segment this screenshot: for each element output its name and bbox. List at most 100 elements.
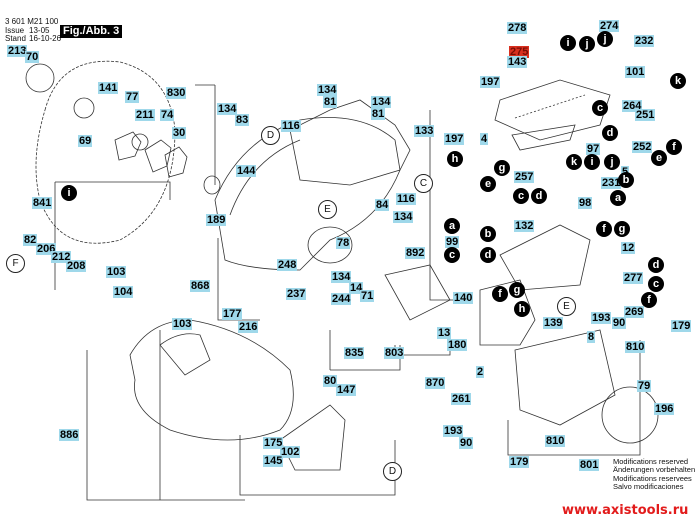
part-label[interactable]: 193 — [443, 425, 464, 437]
part-label[interactable]: 801 — [579, 459, 600, 471]
part-label[interactable]: 79 — [637, 380, 652, 392]
part-label[interactable]: 2 — [476, 366, 485, 378]
part-label[interactable]: 83 — [235, 114, 250, 126]
part-label[interactable]: 143 — [507, 56, 528, 68]
part-label[interactable]: 8 — [587, 331, 596, 343]
wire-connector-letter: i — [560, 35, 576, 51]
part-label[interactable]: 84 — [375, 199, 390, 211]
part-label[interactable]: 237 — [286, 288, 307, 300]
part-label[interactable]: 77 — [125, 91, 140, 103]
reference-marker: E — [557, 297, 576, 316]
stand-label: Stand — [5, 34, 26, 43]
wire-connector-letter: b — [618, 172, 634, 188]
part-label[interactable]: 248 — [277, 259, 298, 271]
part-label[interactable]: 232 — [634, 35, 655, 47]
part-label[interactable]: 277 — [623, 272, 644, 284]
part-label[interactable]: 180 — [447, 339, 468, 351]
part-label[interactable]: 835 — [344, 347, 365, 359]
part-label[interactable]: 830 — [166, 87, 187, 99]
note-line: Modifications reserved — [613, 457, 689, 466]
part-label[interactable]: 144 — [236, 165, 257, 177]
part-label[interactable]: 208 — [66, 260, 87, 272]
part-label[interactable]: 4 — [480, 133, 489, 145]
part-label[interactable]: 141 — [98, 82, 119, 94]
part-label[interactable]: 116 — [281, 120, 301, 132]
part-label[interactable]: 99 — [445, 236, 460, 248]
wire-connector-letter: f — [492, 286, 508, 302]
wire-connector-letter: d — [602, 125, 618, 141]
part-label[interactable]: 196 — [654, 403, 675, 415]
part-label[interactable]: 179 — [509, 456, 530, 468]
part-label[interactable]: 30 — [172, 127, 187, 139]
part-label[interactable]: 269 — [624, 306, 645, 318]
part-label[interactable]: 97 — [586, 143, 601, 155]
wire-connector-letter: j — [579, 36, 595, 52]
website-link[interactable]: www.axistools.ru — [562, 503, 689, 518]
part-label[interactable]: 179 — [671, 320, 692, 332]
part-label[interactable]: 14 — [349, 282, 364, 294]
part-label[interactable]: 177 — [222, 308, 243, 320]
part-label[interactable]: 134 — [317, 84, 338, 96]
part-label[interactable]: 134 — [331, 271, 352, 283]
part-label[interactable]: 12 — [621, 242, 636, 254]
part-label[interactable]: 810 — [625, 341, 646, 353]
part-label[interactable]: 257 — [514, 171, 535, 183]
part-label[interactable]: 103 — [106, 266, 127, 278]
part-label[interactable]: 810 — [545, 435, 566, 447]
part-label[interactable]: 175 — [263, 437, 284, 449]
part-label[interactable]: 868 — [190, 280, 211, 292]
part-label[interactable]: 189 — [206, 214, 227, 226]
part-label[interactable]: 103 — [172, 318, 193, 330]
part-label[interactable]: 78 — [336, 237, 351, 249]
part-label[interactable]: 193 — [591, 312, 612, 324]
part-label[interactable]: 81 — [371, 108, 386, 120]
part-label[interactable]: 244 — [331, 293, 352, 305]
part-label[interactable]: 252 — [632, 141, 653, 153]
part-label[interactable]: 134 — [393, 211, 414, 223]
part-label[interactable]: 133 — [414, 125, 435, 137]
part-label[interactable]: 197 — [480, 76, 501, 88]
part-label[interactable]: 803 — [384, 347, 405, 359]
part-label[interactable]: 197 — [444, 133, 465, 145]
part-label[interactable]: 104 — [113, 286, 134, 298]
part-label[interactable]: 892 — [405, 247, 426, 259]
part-label[interactable]: 261 — [451, 393, 472, 405]
part-label[interactable]: 216 — [238, 321, 259, 333]
part-label[interactable]: 71 — [360, 290, 375, 302]
part-label[interactable]: 145 — [263, 455, 284, 467]
wire-connector-letter: d — [648, 257, 664, 273]
part-label[interactable]: 98 — [578, 197, 593, 209]
part-label[interactable]: 90 — [612, 317, 627, 329]
part-label[interactable]: 13 — [437, 327, 452, 339]
part-label[interactable]: 101 — [625, 66, 646, 78]
part-label-highlighted[interactable]: 275 — [509, 46, 530, 58]
part-label[interactable]: 82 — [23, 234, 38, 246]
part-label[interactable]: 213 — [7, 45, 28, 57]
wire-connector-letter: f — [596, 221, 612, 237]
wire-connector-letter: h — [447, 151, 463, 167]
part-label[interactable]: 69 — [78, 135, 93, 147]
part-label[interactable]: 231 — [601, 177, 622, 189]
part-label[interactable]: 274 — [599, 20, 620, 32]
part-label[interactable]: 886 — [59, 429, 80, 441]
part-label[interactable]: 70 — [25, 51, 40, 63]
part-label[interactable]: 90 — [459, 437, 474, 449]
part-label[interactable]: 80 — [323, 375, 338, 387]
part-label[interactable]: 74 — [160, 109, 175, 121]
part-label[interactable]: 81 — [323, 96, 338, 108]
part-label[interactable]: 116 — [396, 193, 416, 205]
part-label[interactable]: 211 — [135, 109, 155, 121]
part-number: 3 601 M21 100 — [5, 17, 59, 26]
part-label[interactable]: 134 — [217, 103, 238, 115]
wire-connector-letter: i — [584, 154, 600, 170]
part-label[interactable]: 870 — [425, 377, 446, 389]
part-label[interactable]: 140 — [453, 292, 474, 304]
part-label[interactable]: 147 — [336, 384, 357, 396]
part-label[interactable]: 251 — [635, 109, 656, 121]
part-label[interactable]: 102 — [280, 446, 301, 458]
part-label[interactable]: 134 — [371, 96, 392, 108]
part-label[interactable]: 278 — [507, 22, 528, 34]
part-label[interactable]: 132 — [514, 220, 535, 232]
part-label[interactable]: 139 — [543, 317, 564, 329]
part-label[interactable]: 841 — [32, 197, 53, 209]
